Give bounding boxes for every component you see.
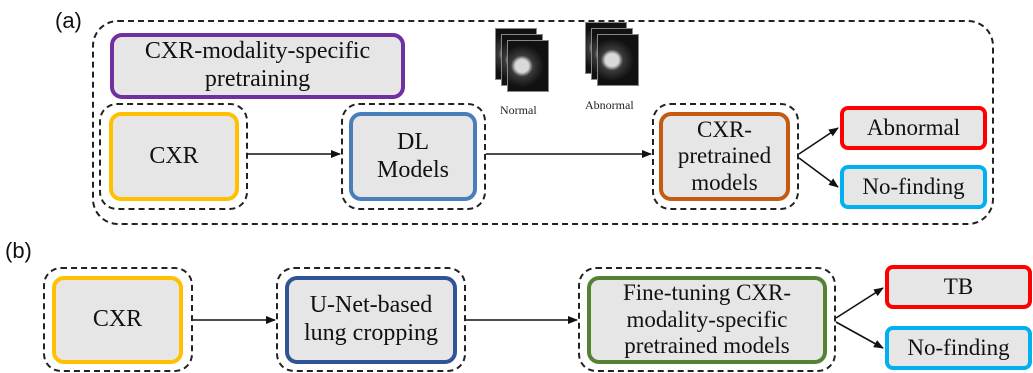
cxr-b-label: CXR: [92, 306, 143, 333]
cxr-pretrained-frame: [652, 103, 799, 210]
abnormal-a-label: Abnormal: [866, 114, 961, 140]
arrow-to-no-finding-a: [798, 157, 839, 188]
xray-normal-icon: [495, 28, 555, 98]
unet-label: U-Net-based lung cropping: [304, 292, 438, 346]
cxr-a-label: CXR: [149, 142, 199, 169]
abnormal-a-box: Abnormal: [840, 106, 987, 150]
pretraining-title: CXR-modality-specific pretraining: [144, 38, 371, 92]
cxr-pretrained-box: CXR-pretrained models: [659, 112, 790, 201]
unet-box: U-Net-based lung cropping: [285, 276, 457, 364]
cxr-pretrained-label: CXR-pretrained models: [677, 116, 772, 195]
xray-abnormal-icon: [585, 22, 645, 92]
no-finding-a-box: No-finding: [840, 165, 987, 209]
panel-a-outer-frame: [92, 20, 994, 225]
dl-models-frame: [341, 103, 486, 210]
cxr-b-box: CXR: [52, 276, 183, 364]
finetune-frame: [578, 267, 836, 372]
arrow-to-tb: [835, 287, 884, 319]
image-normal-label: Normal: [500, 103, 537, 117]
tb-box: TB: [885, 265, 1032, 309]
cxr-a-frame: [99, 103, 248, 210]
unet-frame: [276, 267, 466, 372]
no-finding-b-label: No-finding: [907, 334, 1010, 360]
cxr-b-frame: [43, 267, 193, 372]
cxr-a-box: CXR: [109, 112, 239, 201]
panel-b-label: (b): [5, 238, 32, 263]
finetune-box: Fine-tuning CXR-modality-specific pretra…: [587, 276, 827, 364]
dl-models-box: DL Models: [349, 112, 477, 201]
no-finding-b-box: No-finding: [885, 326, 1032, 370]
pretraining-title-box: CXR-modality-specific pretraining: [110, 33, 405, 99]
no-finding-a-label: No-finding: [862, 173, 965, 199]
dl-models-label: DL Models: [377, 128, 449, 183]
arrow-to-abnormal: [798, 127, 839, 155]
finetune-label: Fine-tuning CXR-modality-specific pretra…: [622, 280, 792, 359]
tb-label: TB: [943, 273, 974, 299]
panel-a-label: (a): [55, 8, 82, 33]
arrow-to-no-finding-b: [835, 321, 884, 349]
image-abnormal-label: Abnormal: [585, 98, 634, 112]
